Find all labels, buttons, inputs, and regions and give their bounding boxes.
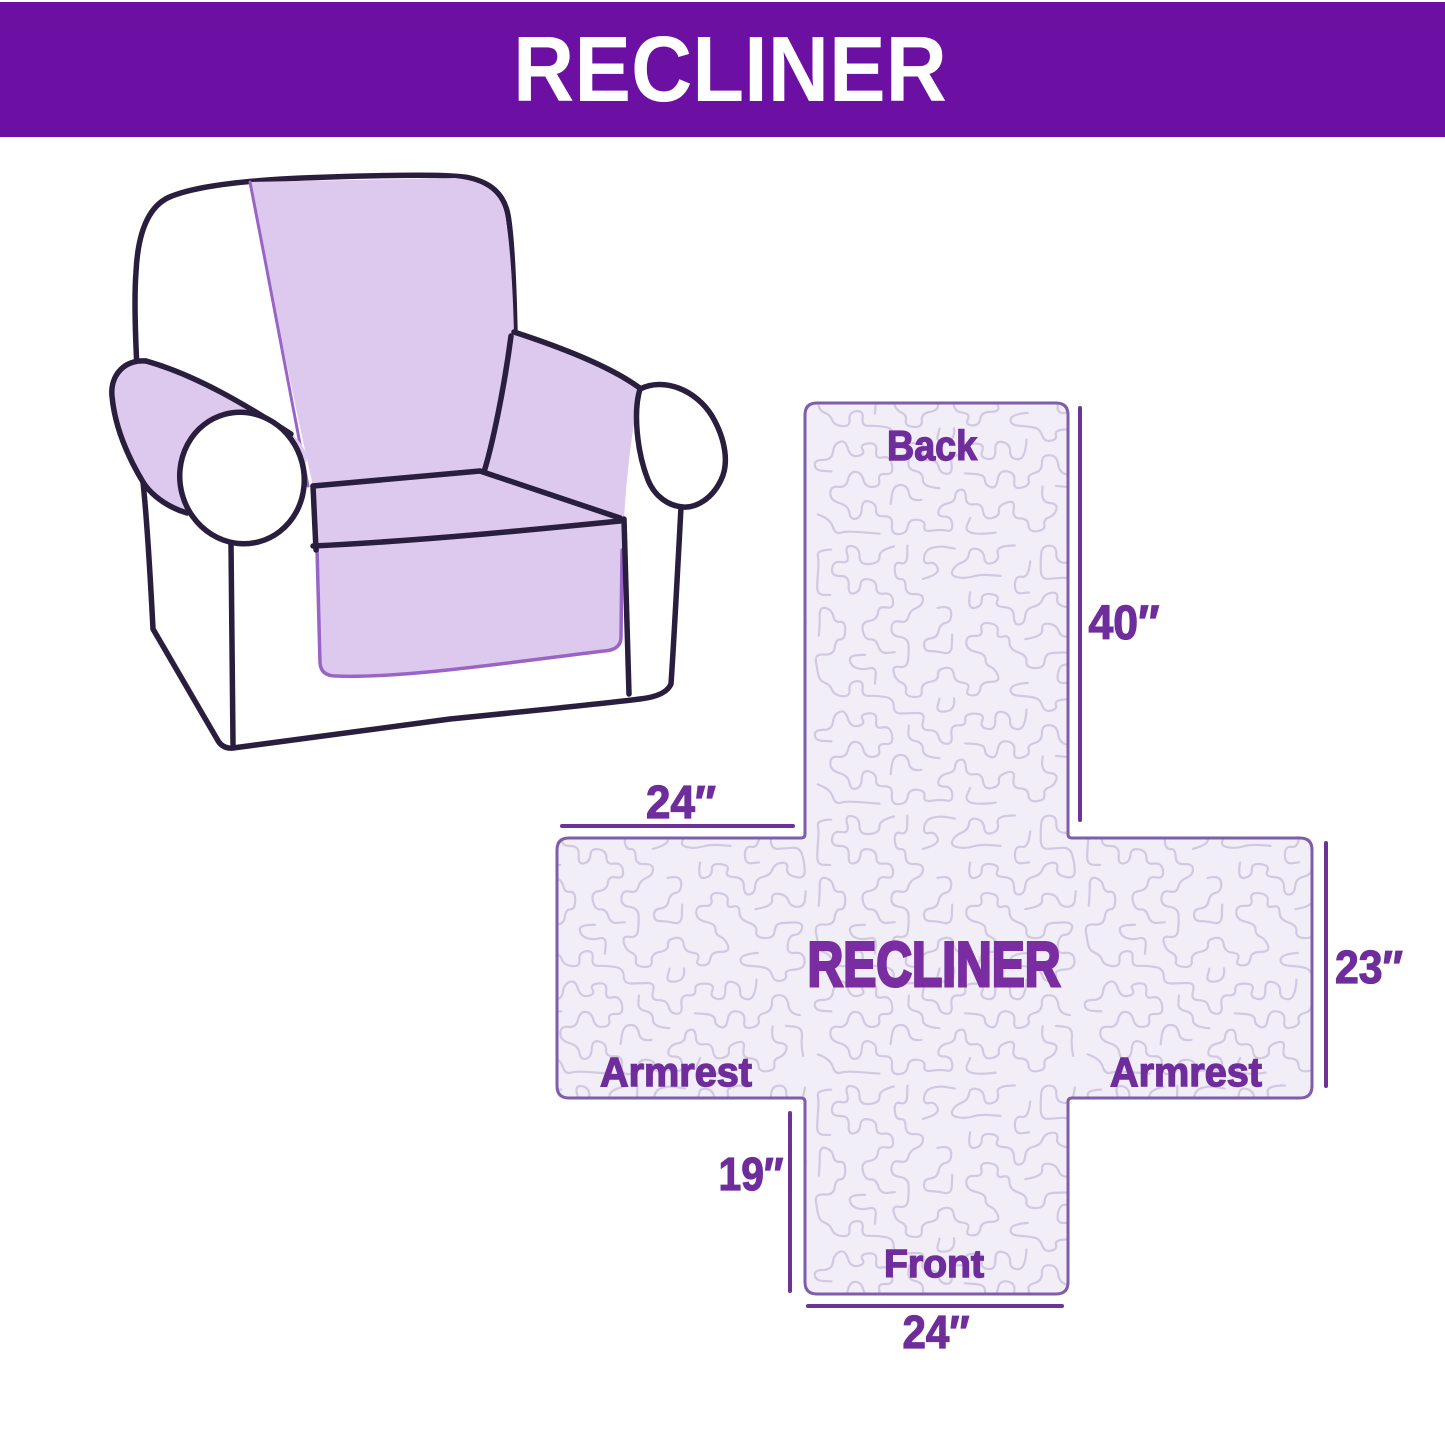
svg-text:Armrest: Armrest — [1110, 1049, 1262, 1095]
svg-text:24″: 24″ — [903, 1306, 970, 1358]
svg-text:40″: 40″ — [1089, 597, 1160, 650]
svg-text:Armrest: Armrest — [600, 1049, 752, 1095]
svg-text:23″: 23″ — [1335, 941, 1403, 993]
svg-text:Back: Back — [887, 422, 978, 469]
svg-text:RECLINER: RECLINER — [513, 17, 947, 121]
svg-text:19″: 19″ — [719, 1148, 784, 1200]
svg-text:Front: Front — [884, 1243, 984, 1286]
svg-text:RECLINER: RECLINER — [808, 930, 1061, 1000]
svg-text:24″: 24″ — [646, 776, 716, 828]
